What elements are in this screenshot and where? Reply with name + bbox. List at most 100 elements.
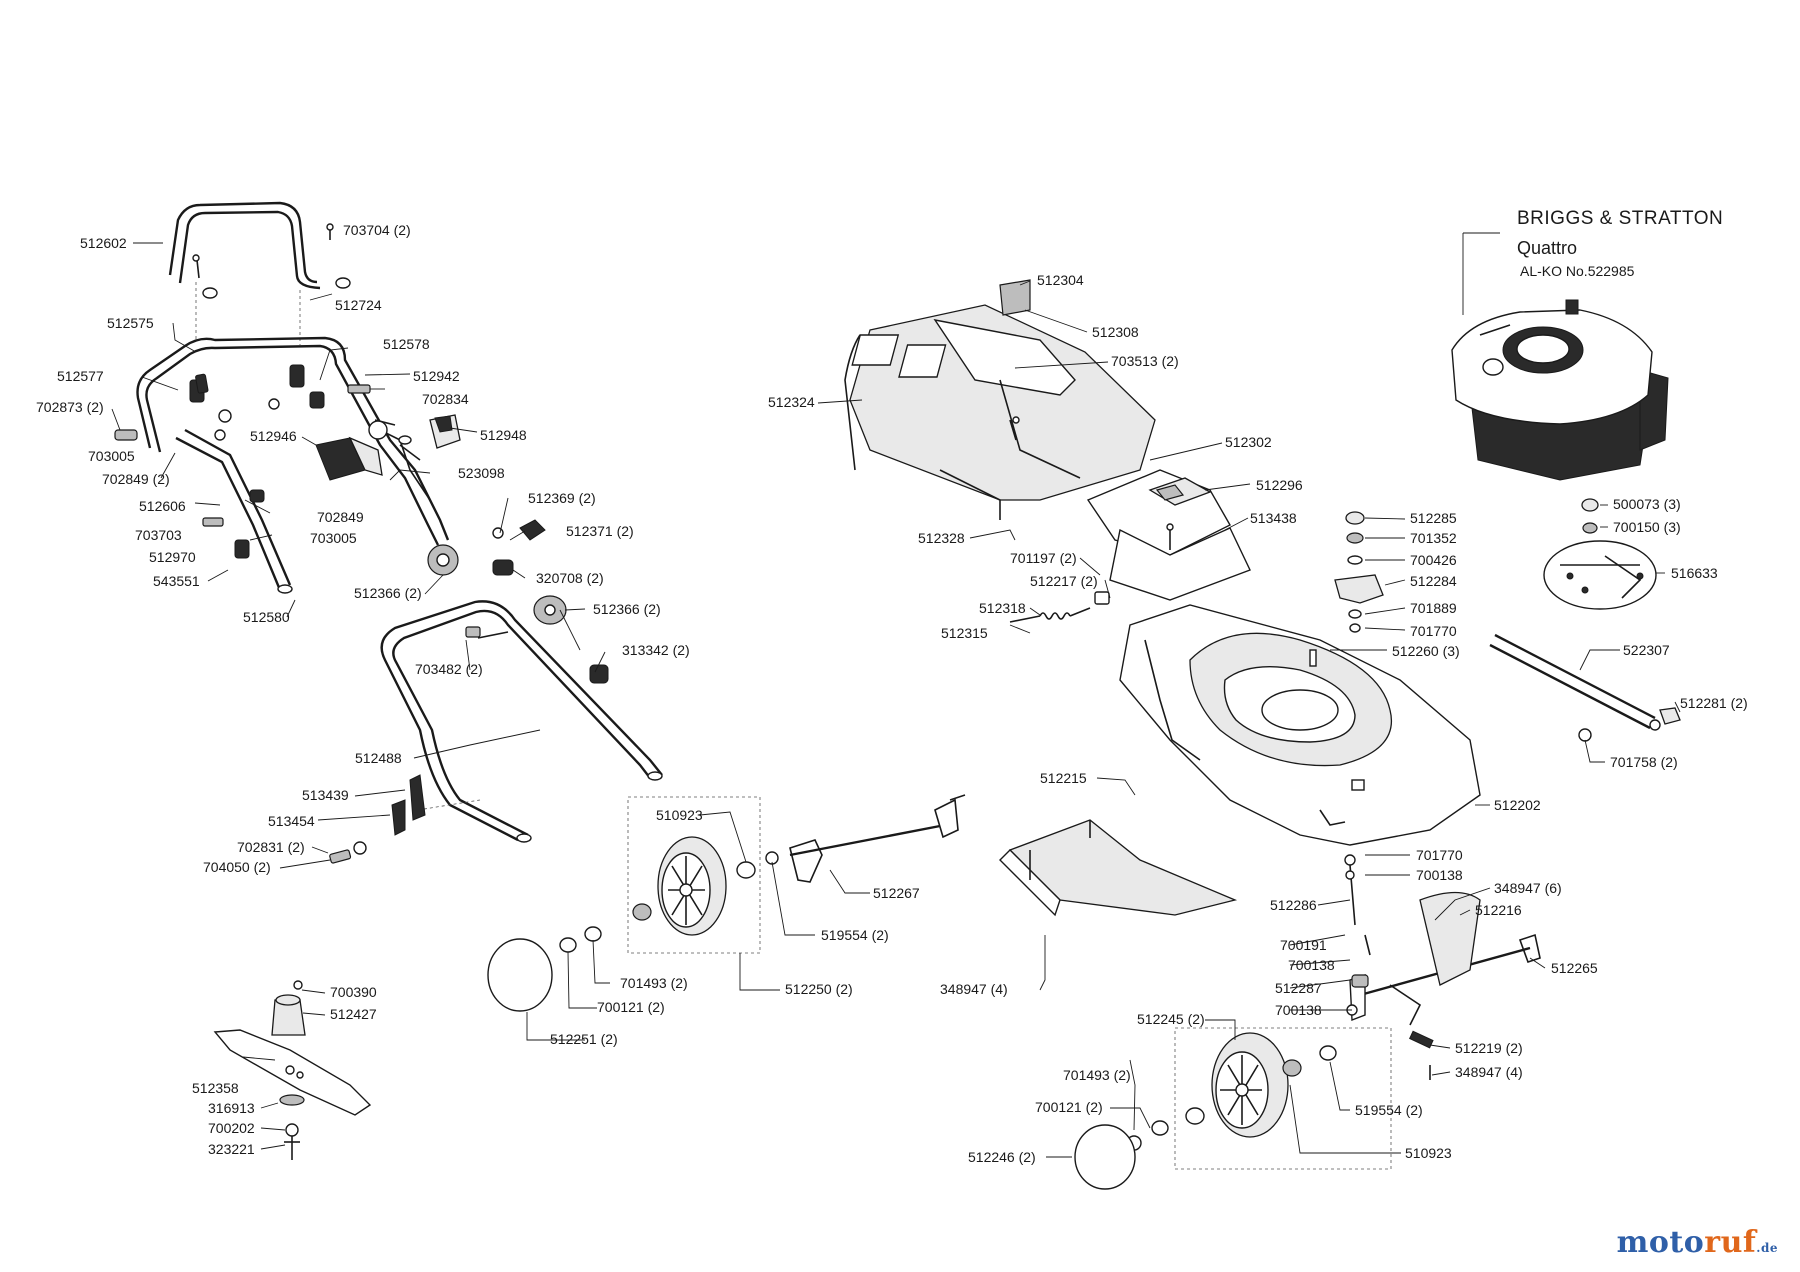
- label-323221: 323221: [208, 1141, 255, 1157]
- label-512267: 512267: [873, 885, 920, 901]
- label-703005-b: 703005: [310, 530, 357, 546]
- label-703704: 703704 (2): [343, 222, 411, 238]
- label-512215: 512215: [1040, 770, 1087, 786]
- label-700426: 700426: [1410, 552, 1457, 568]
- label-512369: 512369 (2): [528, 490, 596, 506]
- handle-knobs: [427, 544, 609, 684]
- label-512318: 512318: [979, 600, 1026, 616]
- height-knob-stack: [1334, 511, 1384, 633]
- label-700390: 700390: [330, 984, 377, 1000]
- rear-flap: [999, 819, 1238, 917]
- cable-clamps: [329, 774, 426, 864]
- label-700121-b: 700121 (2): [1035, 1099, 1103, 1115]
- label-700138-c: 700138: [1275, 1002, 1322, 1018]
- cable-box: [315, 414, 546, 541]
- label-512245: 512245 (2): [1137, 1011, 1205, 1027]
- rear-axle: [789, 794, 966, 883]
- label-512308: 512308: [1092, 324, 1139, 340]
- label-512296: 512296: [1256, 477, 1303, 493]
- lower-handle: [380, 600, 663, 843]
- label-510923-a: 510923: [656, 807, 703, 823]
- engine: [1451, 232, 1669, 481]
- label-701770-b: 701770: [1416, 847, 1463, 863]
- label-512575: 512575: [107, 315, 154, 331]
- label-512216: 512216: [1475, 902, 1522, 918]
- engine-alko-number: AL-KO No.522985: [1520, 263, 1635, 279]
- label-701889: 701889: [1410, 600, 1457, 616]
- label-519554-b: 519554 (2): [1355, 1102, 1423, 1118]
- leader-lines: [111, 242, 1681, 1158]
- middle-handle: [136, 336, 450, 594]
- label-512304: 512304: [1037, 272, 1084, 288]
- mower-deck: [1119, 604, 1481, 846]
- label-512366-b: 512366 (2): [593, 601, 661, 617]
- label-702849: 702849: [317, 509, 364, 525]
- blade-assembly: [213, 980, 372, 1160]
- engine-brand: BRIGGS & STRATTON: [1517, 208, 1723, 229]
- label-543551: 543551: [153, 573, 200, 589]
- label-348947-x4-a: 348947 (4): [940, 981, 1008, 997]
- label-512202: 512202: [1494, 797, 1541, 813]
- label-512578: 512578: [383, 336, 430, 352]
- label-700121-a: 700121 (2): [597, 999, 665, 1015]
- label-512315: 512315: [941, 625, 988, 641]
- label-512942: 512942: [413, 368, 460, 384]
- label-512302: 512302: [1225, 434, 1272, 450]
- label-512250: 512250 (2): [785, 981, 853, 997]
- label-513439: 513439: [302, 787, 349, 803]
- label-512246: 512246 (2): [968, 1149, 1036, 1165]
- label-512606: 512606: [139, 498, 186, 514]
- label-512285: 512285: [1410, 510, 1457, 526]
- label-703005-a: 703005: [88, 448, 135, 464]
- label-522307: 522307: [1623, 642, 1670, 658]
- label-519554-a: 519554 (2): [821, 927, 889, 943]
- label-513438: 513438: [1250, 510, 1297, 526]
- label-702834: 702834: [422, 391, 469, 407]
- front-wheel: [1074, 1027, 1392, 1190]
- label-512580: 512580: [243, 609, 290, 625]
- label-700138-b: 700138: [1288, 957, 1335, 973]
- label-702849-x2: 702849 (2): [102, 471, 170, 487]
- label-701352: 701352: [1410, 530, 1457, 546]
- label-500073: 500073 (3): [1613, 496, 1681, 512]
- label-512488: 512488: [355, 750, 402, 766]
- upper-handle-bar: [168, 201, 351, 345]
- adjuster-rod: [1489, 633, 1681, 742]
- label-512328: 512328: [918, 530, 965, 546]
- motoruf-logo: motoruf.de: [1617, 1225, 1778, 1260]
- label-512219: 512219 (2): [1455, 1040, 1523, 1056]
- label-703703: 703703: [135, 527, 182, 543]
- label-512217: 512217 (2): [1030, 573, 1098, 589]
- label-512286: 512286: [1270, 897, 1317, 913]
- label-512260: 512260 (3): [1392, 643, 1460, 659]
- label-703482: 703482 (2): [415, 661, 483, 677]
- height-adjuster: [1543, 498, 1657, 610]
- label-512577: 512577: [57, 368, 104, 384]
- label-523098: 523098: [458, 465, 505, 481]
- part-labels: BRIGGS & STRATTON Quattro AL-KO No.52298…: [36, 208, 1748, 1165]
- label-701770-a: 701770: [1410, 623, 1457, 639]
- label-701758: 701758 (2): [1610, 754, 1678, 770]
- rear-wheel-left: [487, 796, 779, 1012]
- label-320708: 320708 (2): [536, 570, 604, 586]
- label-512371: 512371 (2): [566, 523, 634, 539]
- logo-suffix: .de: [1756, 1241, 1778, 1255]
- engine-model: Quattro: [1517, 238, 1577, 258]
- label-512284: 512284: [1410, 573, 1457, 589]
- label-512251: 512251 (2): [550, 1031, 618, 1047]
- label-516633: 516633: [1671, 565, 1718, 581]
- label-512287: 512287: [1275, 980, 1322, 996]
- label-348947-x4-b: 348947 (4): [1455, 1064, 1523, 1080]
- label-316913: 316913: [208, 1100, 255, 1116]
- spring-hook: [1009, 591, 1110, 623]
- label-512724: 512724: [335, 297, 382, 313]
- logo-part2: ruf: [1704, 1225, 1757, 1260]
- label-704050: 704050 (2): [203, 859, 271, 875]
- label-700138-a: 700138: [1416, 867, 1463, 883]
- label-701493-a: 701493 (2): [620, 975, 688, 991]
- label-700150: 700150 (3): [1613, 519, 1681, 535]
- label-512427: 512427: [330, 1006, 377, 1022]
- label-512946: 512946: [250, 428, 297, 444]
